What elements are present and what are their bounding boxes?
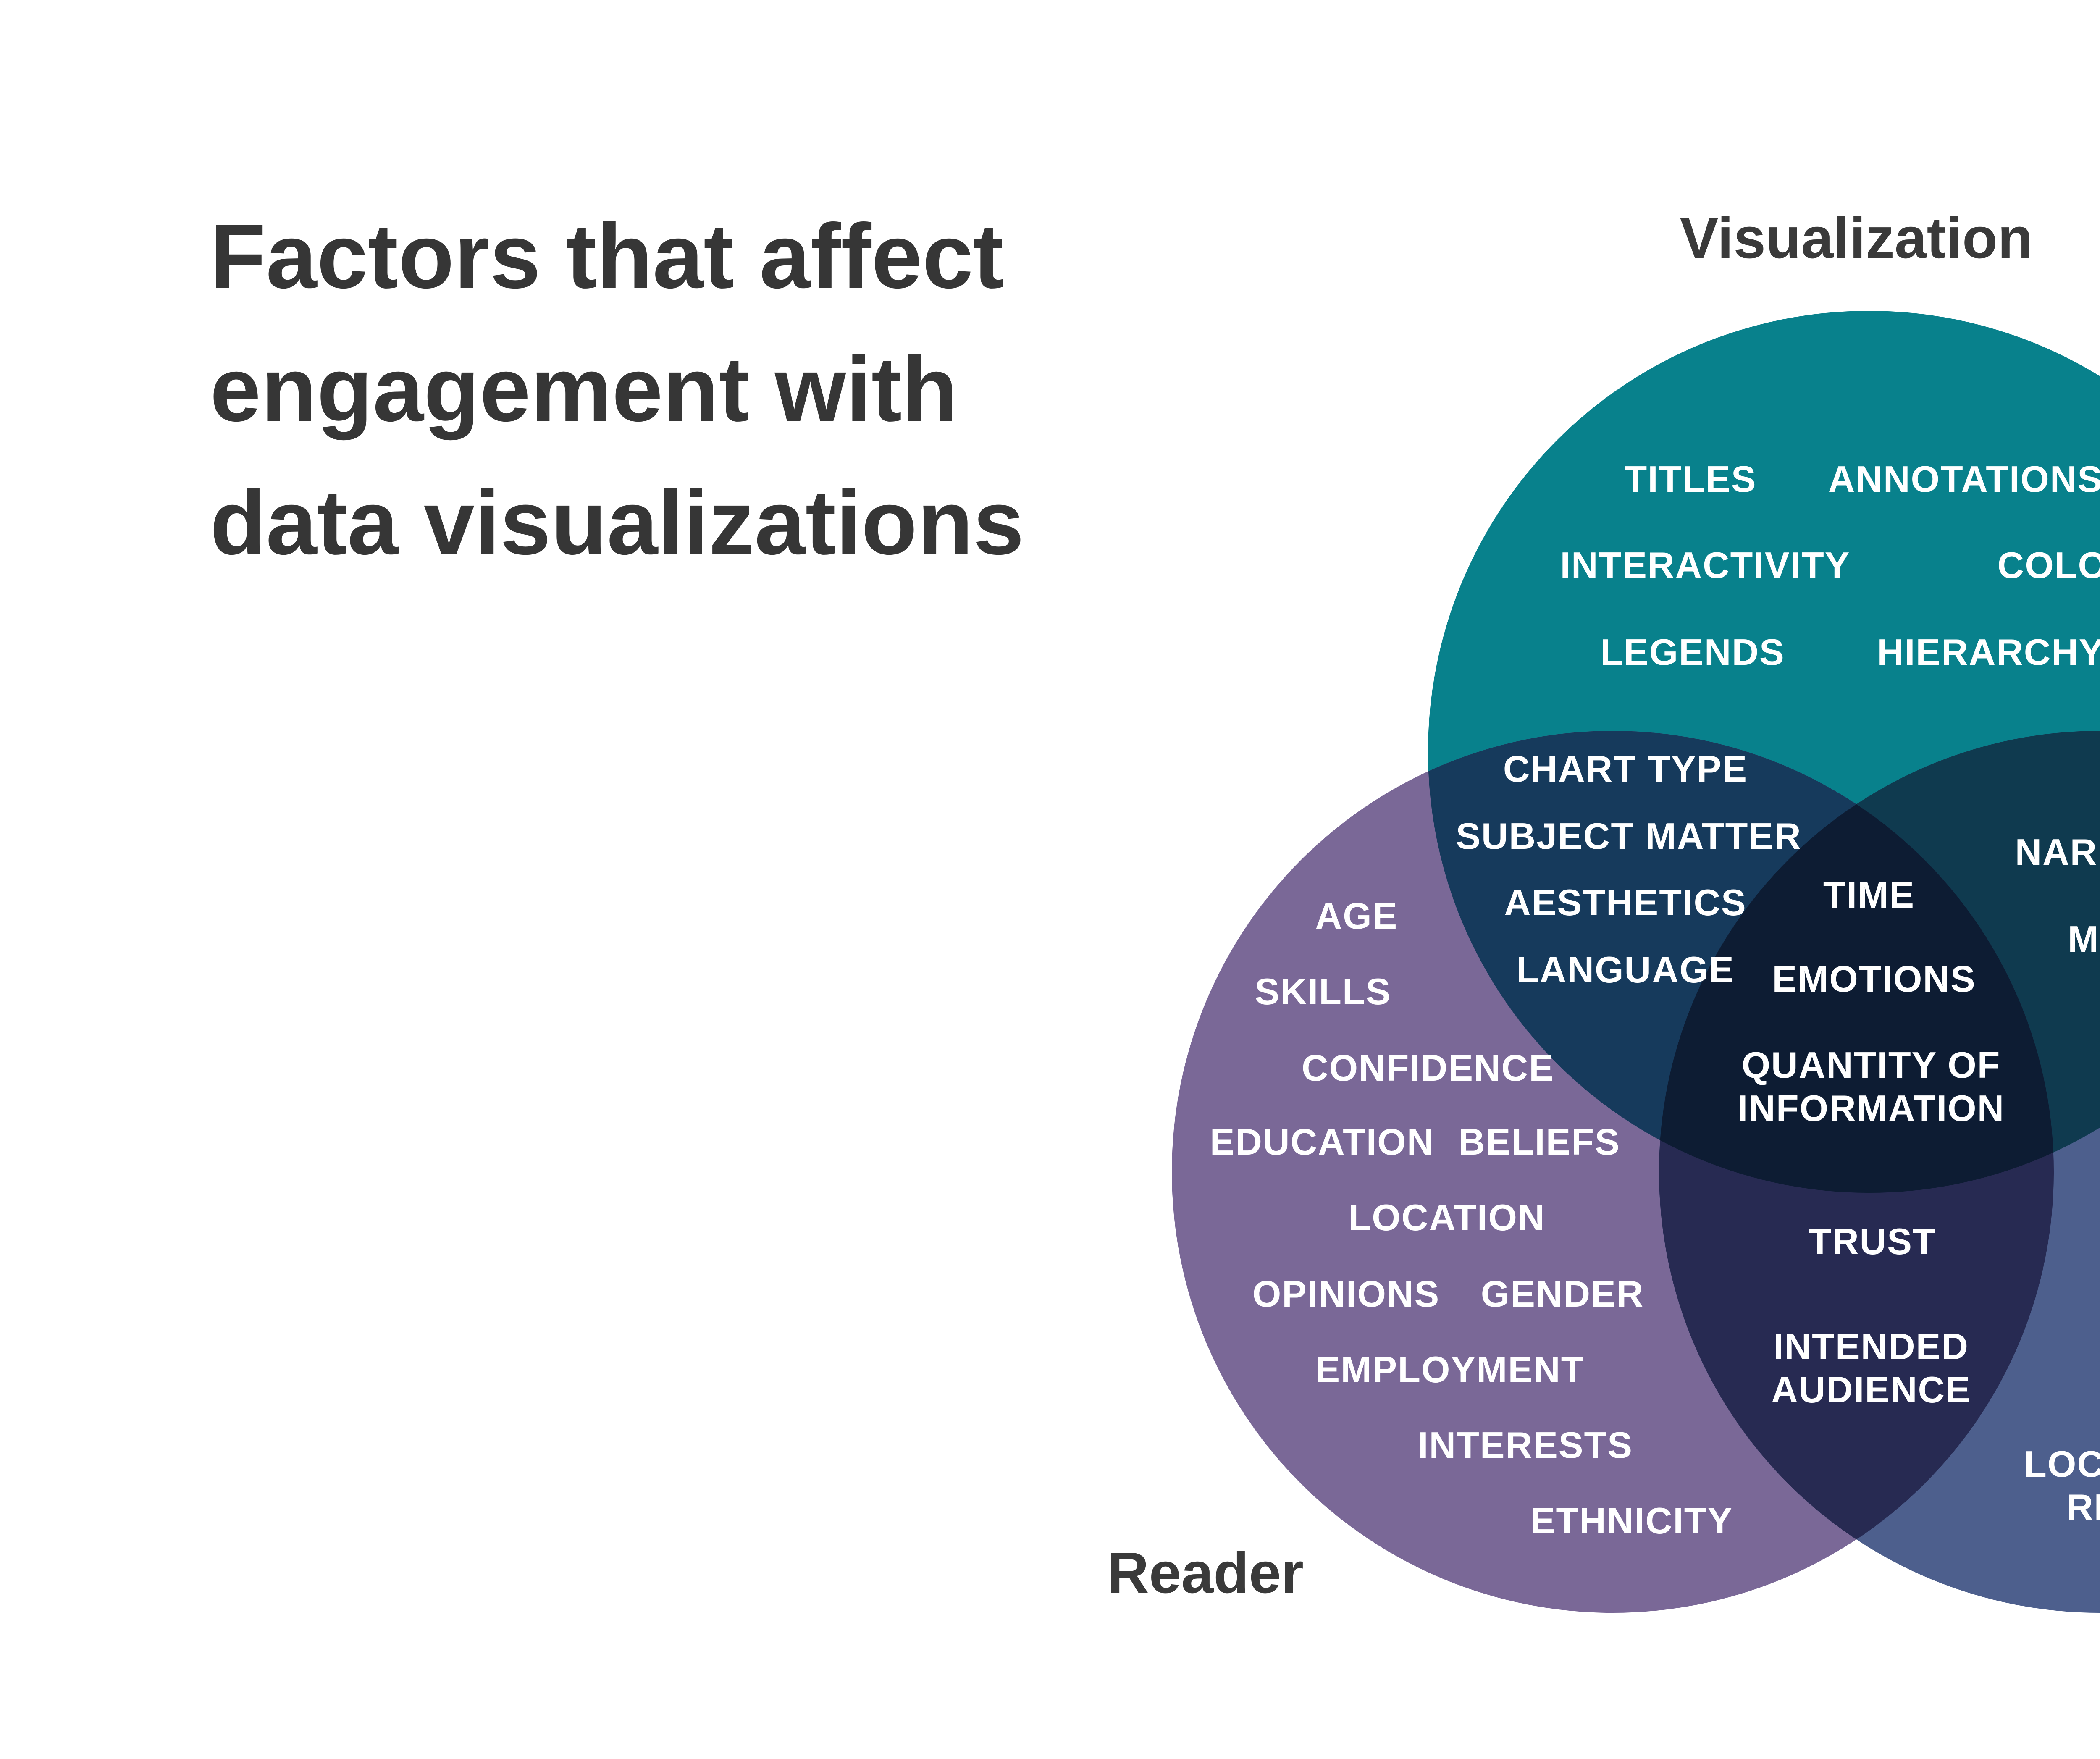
factor-label-interests: INTERESTS <box>1418 1424 1633 1466</box>
factor-label-titles: TITLES <box>1624 458 1756 500</box>
factor-label-trust: TRUST <box>1809 1221 1936 1262</box>
factor-label-education: EDUCATION <box>1210 1121 1435 1163</box>
factor-label-annotations: ANNOTATIONS <box>1828 458 2100 500</box>
factor-label-beliefs: BELIEFS <box>1458 1121 1620 1163</box>
factor-label-legends: LEGENDS <box>1600 631 1785 673</box>
factor-label-interactivity: INTERACTIVITY <box>1560 544 1851 586</box>
factor-label-skills: SKILLS <box>1255 971 1391 1012</box>
factor-label-location-of-reading: LOCATION OFREADING <box>2024 1443 2100 1528</box>
factor-label-aesthetics: AESTHETICS <box>1504 882 1746 923</box>
factor-label-age: AGE <box>1315 895 1398 937</box>
factor-label-ethnicity: ETHNICITY <box>1530 1500 1733 1541</box>
factor-label-confidence: CONFIDENCE <box>1302 1047 1554 1089</box>
page-title-line-1: Factors that affect <box>210 205 1004 307</box>
factor-label-colors: COLORS <box>1998 544 2100 586</box>
factor-label-gender: GENDER <box>1481 1273 1644 1315</box>
factor-label-chart-type: CHART TYPE <box>1503 748 1748 790</box>
factor-label-subject-matter: SUBJECT MATTER <box>1456 815 1801 857</box>
set-label-visualization: Visualization <box>1680 206 2033 270</box>
factor-label-employment: EMPLOYMENT <box>1315 1349 1585 1390</box>
factor-label-time: TIME <box>1823 874 1915 916</box>
page-title-line-2: engagement with <box>210 339 958 441</box>
factor-label-emotions: EMOTIONS <box>1772 958 1976 1000</box>
factor-label-hierarchy: HIERARCHY <box>1877 631 2100 673</box>
factor-label-media: MEDIA <box>2068 918 2100 960</box>
factor-label-location: LOCATION <box>1349 1197 1546 1238</box>
factor-label-language: LANGUAGE <box>1516 949 1735 990</box>
set-label-reader: Reader <box>1107 1541 1304 1605</box>
page-title-line-3: data visualizations <box>210 472 1024 574</box>
page-title: Factors that affect engagement with data v… <box>210 190 1024 589</box>
factor-label-narrative: NARRATIVE <box>2015 831 2100 873</box>
factor-label-opinions: OPINIONS <box>1252 1273 1440 1315</box>
